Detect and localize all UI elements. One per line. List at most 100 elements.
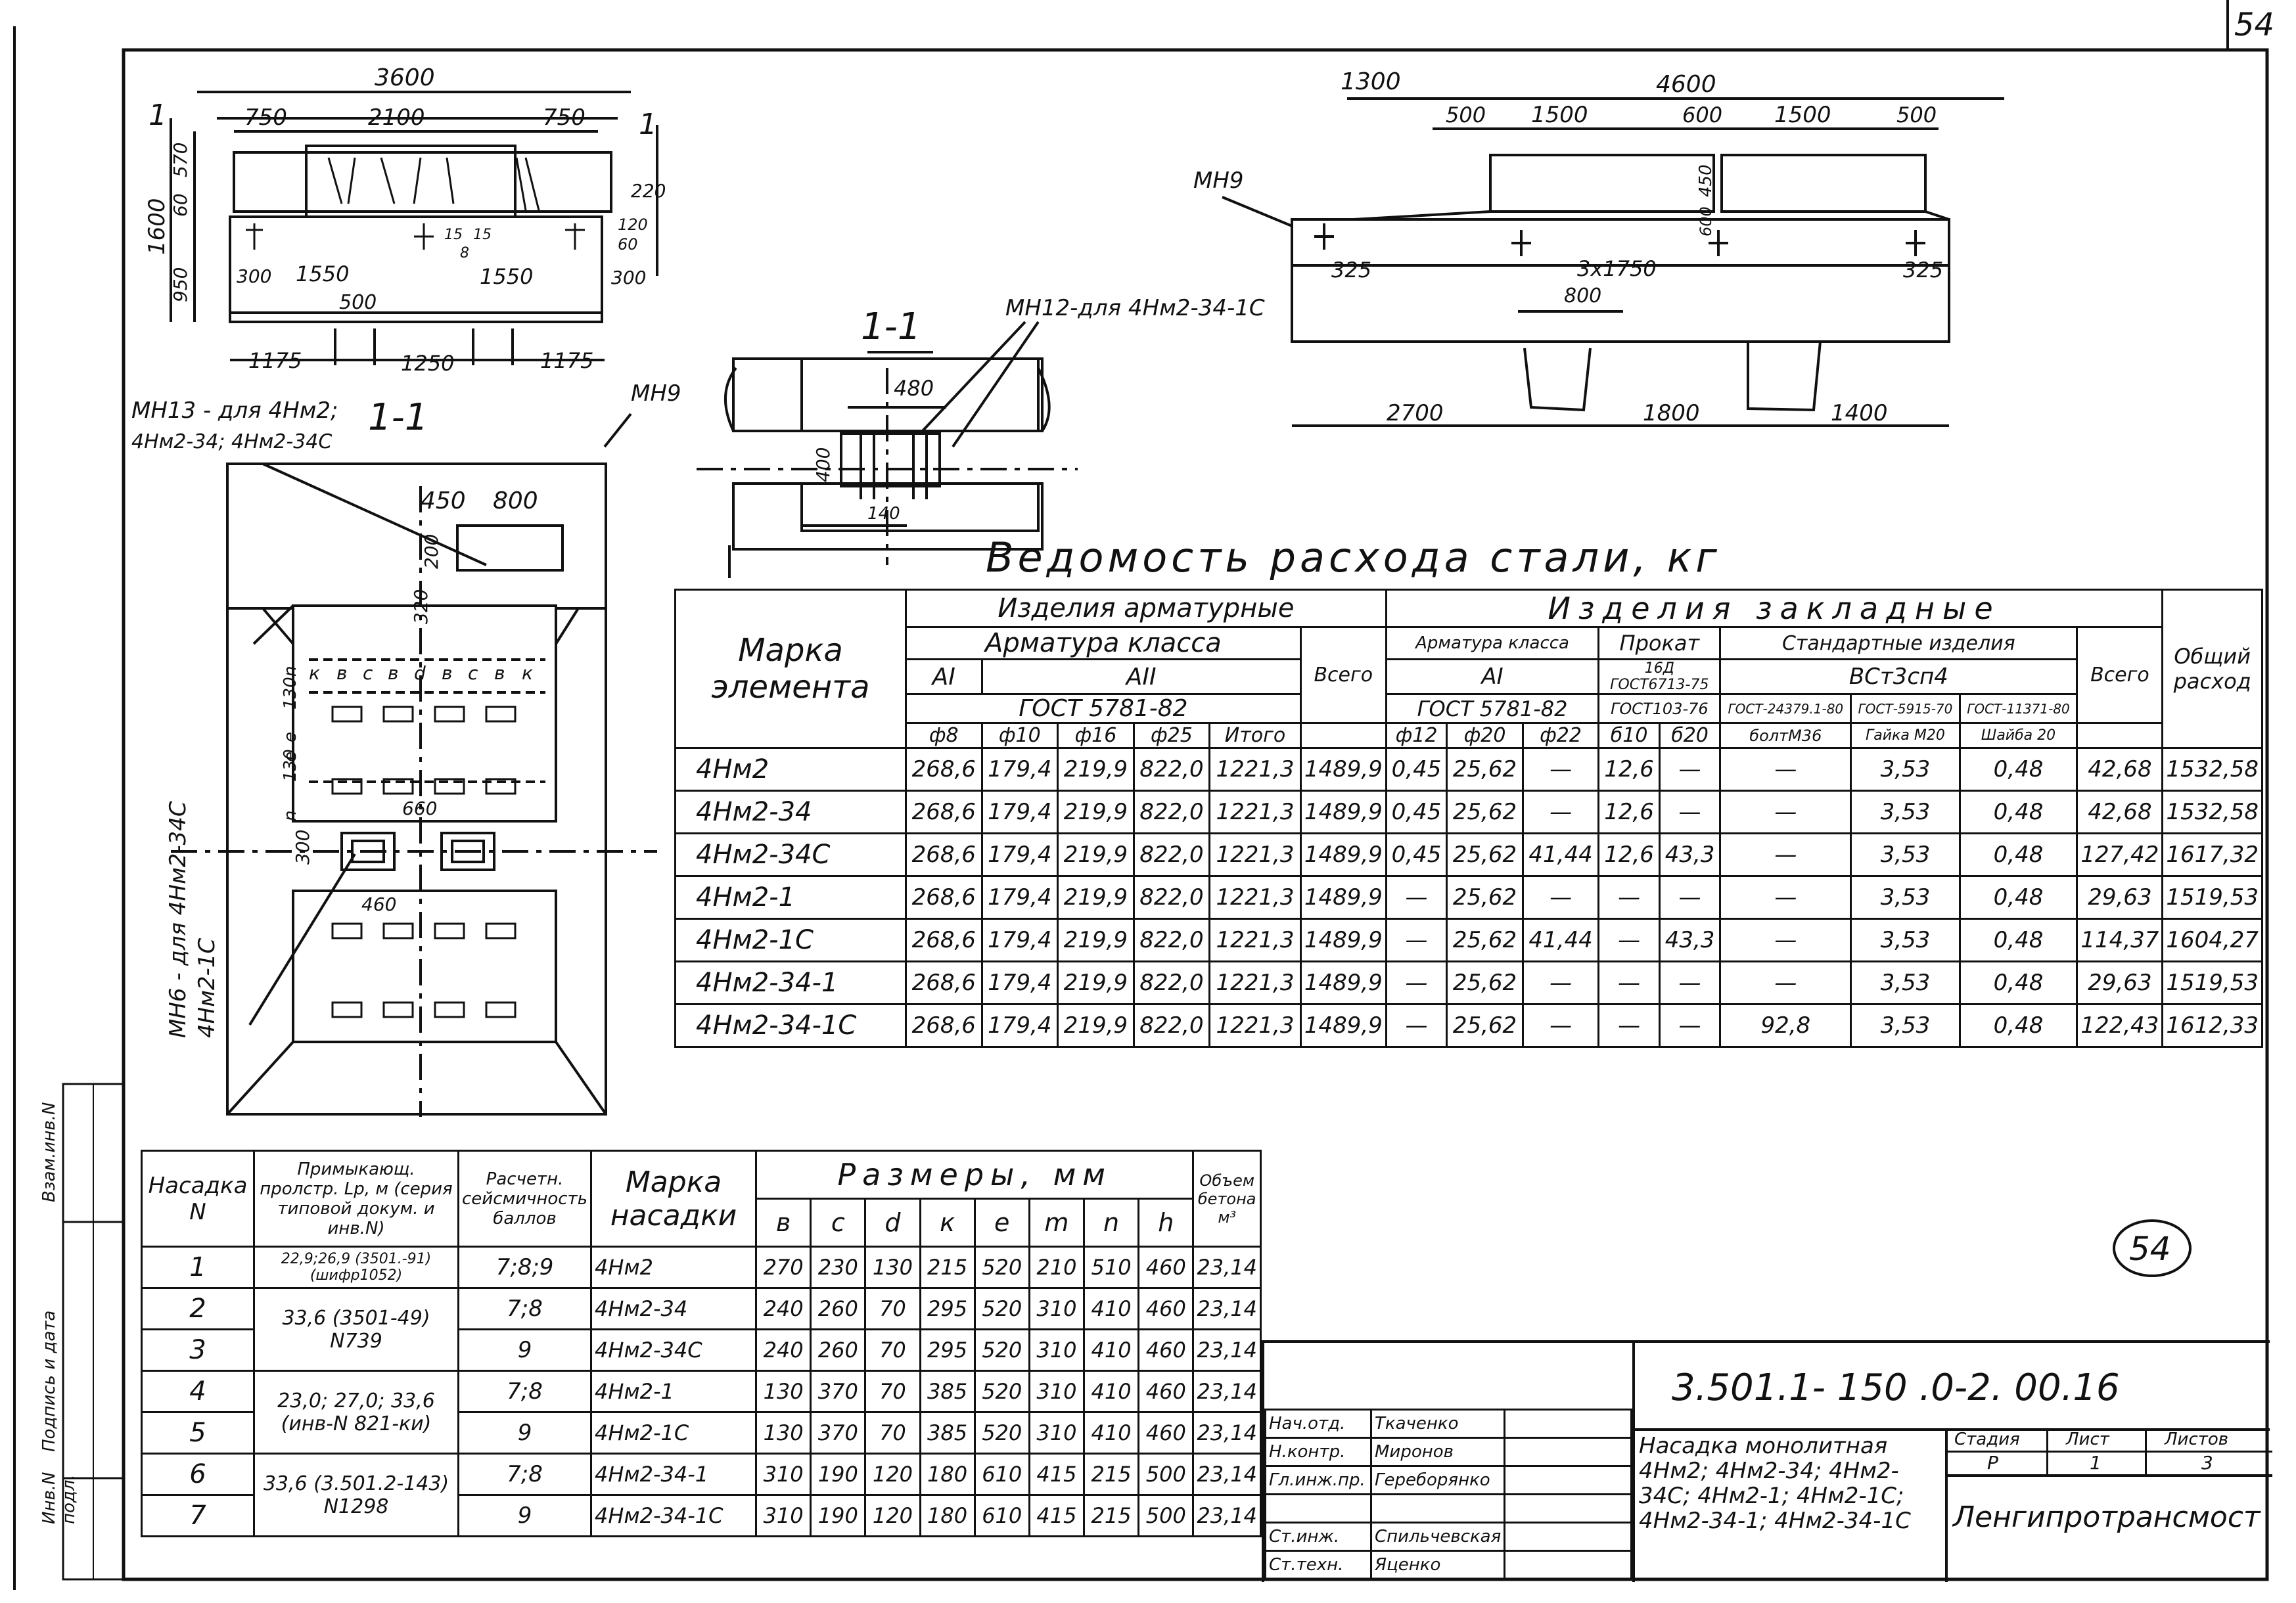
hdr-prokat: Прокат — [1597, 626, 1722, 660]
nas-size-col: h — [1137, 1198, 1195, 1248]
steel-cell: 43,3 — [1658, 832, 1722, 877]
nas-size-cell: 230 — [810, 1246, 867, 1289]
dim-n-b: n — [281, 811, 300, 821]
steel-cell: 1612,33 — [2161, 1003, 2263, 1048]
hdr-ai: АI — [905, 658, 983, 695]
steel-cell: 1489,9 — [1299, 832, 1387, 877]
nas-size-cell: 610 — [973, 1494, 1030, 1537]
nas-size-cell: 385 — [919, 1370, 976, 1413]
nas-size-cell: 120 — [864, 1494, 921, 1537]
steel-cell: 179,4 — [980, 918, 1059, 962]
steel-cell: 219,9 — [1057, 747, 1135, 792]
nas-size-cell: 370 — [810, 1370, 867, 1413]
steel-cell: — — [1719, 960, 1852, 1005]
steel-cell: — — [1521, 1003, 1600, 1048]
hdr-embed-total: Всего — [2076, 626, 2164, 724]
stamp-sheet: 1 — [2090, 1452, 2101, 1474]
nas-size-cell: 240 — [755, 1287, 812, 1330]
hdr-embed-gost: ГОСТ 5781-82 — [1385, 693, 1600, 724]
nas-mark: 4Нм2-34-1С — [590, 1494, 758, 1537]
stamp-sheets: 3 — [2201, 1452, 2213, 1474]
nas-size-cell: 310 — [1028, 1370, 1085, 1413]
hdr-total: Всего — [1299, 626, 1387, 724]
nas-size-cell: 310 — [1028, 1328, 1085, 1372]
steel-cell: 3,53 — [1850, 875, 1961, 920]
hdr-embed-ai: АI — [1385, 658, 1600, 695]
dim-1550-left: 1550 — [296, 261, 349, 286]
steel-cell: 3,53 — [1850, 832, 1961, 877]
nas-hdr-span: Примыкающ. пролстр. Lр, м (серия типовой… — [253, 1150, 459, 1248]
nas-size-cell: 460 — [1137, 1246, 1195, 1289]
steel-cell: — — [1719, 832, 1852, 877]
nas-span: 22,9;26,9 (3501.-91) (шифр1052) — [253, 1246, 459, 1289]
sub-f10: ф10 — [980, 722, 1059, 749]
stamp-person-row: Н.контр.Миронов — [1264, 1437, 1632, 1467]
sub-f16: ф16 — [1057, 722, 1135, 749]
steel-cell: 0,48 — [1958, 875, 2078, 920]
dim-325-right: 325 — [1903, 258, 1943, 282]
sub-f8: ф8 — [905, 722, 983, 749]
sub-f20: ф20 — [1446, 722, 1524, 749]
dim-1400: 1400 — [1831, 400, 1888, 426]
nas-size-cell: 415 — [1028, 1494, 1085, 1537]
nas-size-col: n — [1082, 1198, 1140, 1248]
steel-cell: 122,43 — [2076, 1003, 2164, 1048]
bar-c-2: с — [468, 662, 478, 684]
nas-size-cell: 410 — [1082, 1370, 1140, 1413]
steel-cell: — — [1385, 960, 1448, 1005]
steel-cell: 268,6 — [905, 918, 983, 962]
nas-hdr-seism: Расчетн. сейсмичность баллов — [457, 1150, 593, 1248]
nas-size-cell: 180 — [919, 1453, 976, 1496]
steel-cell: 268,6 — [905, 875, 983, 920]
nas-size-cell: 295 — [919, 1287, 976, 1330]
steel-cell: 1221,3 — [1208, 832, 1302, 877]
nas-size-cell: 190 — [810, 1494, 867, 1537]
dim-750-right: 750 — [543, 104, 585, 131]
steel-cell: 1221,3 — [1208, 918, 1302, 962]
nas-size-col: в — [755, 1198, 812, 1248]
stamp-role: Ст.техн. — [1264, 1550, 1372, 1580]
nas-size-cell: 240 — [755, 1328, 812, 1372]
dim-e-b: e — [281, 752, 300, 762]
nas-volume: 23,14 — [1192, 1370, 1262, 1413]
steel-cell: 0,45 — [1385, 790, 1448, 834]
steel-cell: 0,48 — [1958, 960, 2078, 1005]
nas-span: 33,6 (3501-49) N739 — [253, 1287, 459, 1372]
steel-cell: — — [1385, 1003, 1448, 1048]
dim-460: 460 — [361, 893, 396, 915]
nas-size-cell: 460 — [1137, 1328, 1195, 1372]
dim-1550-right: 1550 — [480, 264, 533, 289]
steel-cell: 1604,27 — [2161, 918, 2263, 962]
nas-size-cell: 180 — [919, 1494, 976, 1537]
stamp-signature — [1504, 1437, 1632, 1467]
steel-cell: 0,45 — [1385, 747, 1448, 792]
nas-size-cell: 370 — [810, 1411, 867, 1455]
dim-e-a: e — [281, 732, 300, 742]
steel-cell: 12,6 — [1597, 832, 1661, 877]
nas-mark: 4Нм2-34-1 — [590, 1453, 758, 1496]
steel-cell: 25,62 — [1446, 960, 1524, 1005]
steel-cell: — — [1658, 747, 1722, 792]
steel-cell: 179,4 — [980, 875, 1059, 920]
steel-cell: — — [1597, 918, 1661, 962]
dim-300-left: 300 — [237, 265, 271, 287]
dim-1175-left: 1175 — [248, 348, 302, 373]
nas-n: 7 — [141, 1494, 255, 1537]
steel-cell: 822,0 — [1132, 1003, 1211, 1048]
nas-size-col: m — [1028, 1198, 1085, 1248]
steel-row-mark: 4Нм2-34С — [674, 832, 907, 877]
steel-cell: 822,0 — [1132, 832, 1211, 877]
sub-nut: Гайка М20 — [1850, 722, 1961, 749]
dim-300-right: 300 — [611, 267, 646, 288]
dim-220: 220 — [631, 180, 666, 202]
nas-volume: 23,14 — [1192, 1246, 1262, 1289]
stamp-person-row: Ст.техн.Яценко — [1264, 1550, 1632, 1580]
